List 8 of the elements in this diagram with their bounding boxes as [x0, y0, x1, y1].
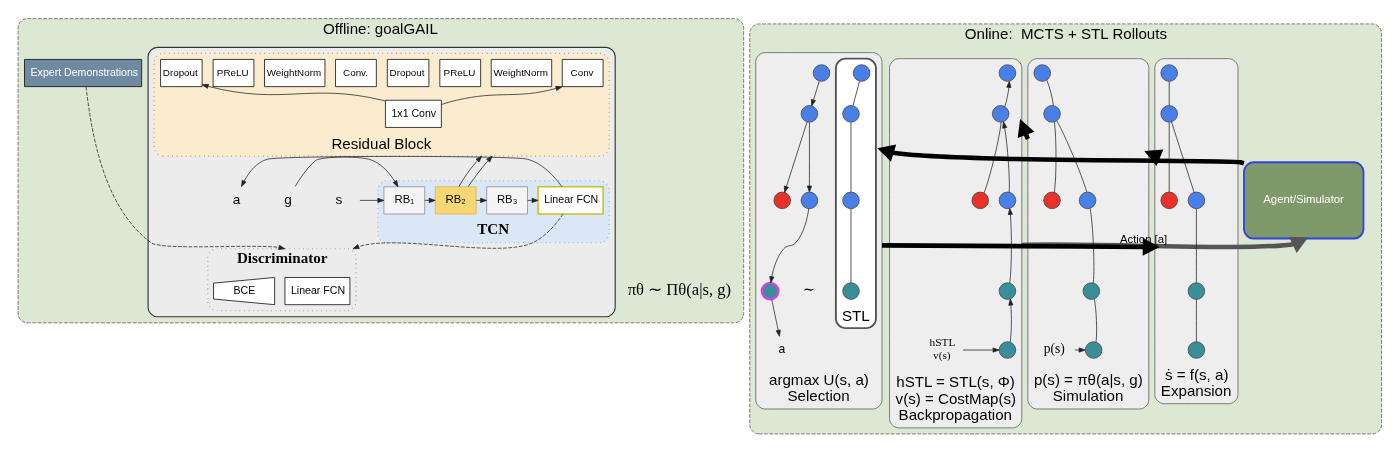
label: πθ ∼ Πθ(a|s, g): [627, 280, 732, 300]
node-text: a: [778, 341, 786, 356]
node-text: a: [232, 191, 241, 207]
node-text: hSTL v(s): [929, 336, 956, 362]
label: ∼: [803, 282, 816, 298]
node-text: s: [335, 191, 343, 207]
node-text: g: [284, 191, 292, 207]
node-text: p(s): [1043, 341, 1065, 357]
